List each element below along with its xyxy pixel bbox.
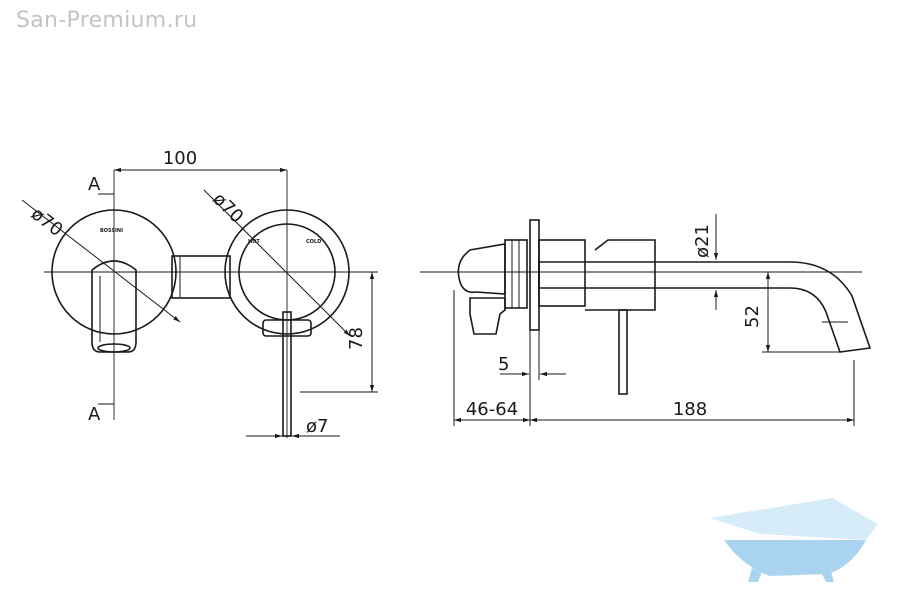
wall-plate	[529, 219, 540, 331]
valve-body-rear	[457, 243, 506, 295]
lever-hub-side	[585, 239, 656, 311]
spout-front	[91, 260, 137, 353]
logo-left-foot	[748, 568, 762, 582]
spout-rosette	[51, 209, 177, 335]
lever-hub	[262, 319, 312, 337]
section-marker-bottom: A	[88, 404, 101, 425]
right-diameter-label: ø70	[208, 189, 247, 228]
spout-outlet	[97, 343, 131, 353]
height-dimension-label: 78	[346, 327, 367, 350]
logo-tub-shape	[724, 540, 866, 576]
drop-dimension-label: 52	[742, 305, 763, 328]
front-view: A A 100 ø70 BOSSINI HOT COLD ø70 78	[21, 148, 378, 439]
plate-dimension-label: 5	[498, 354, 509, 375]
projection-dimension-label: 188	[673, 399, 707, 420]
mixer-rosette	[224, 209, 350, 335]
width-dimension-label: 100	[163, 148, 197, 169]
logo-right-foot	[820, 568, 834, 582]
handle-diameter-label: ø7	[306, 416, 328, 437]
cold-label: COLD	[306, 239, 321, 245]
spout-side	[538, 261, 872, 353]
right-diameter-leader	[203, 189, 351, 337]
spout-diameter-label: ø21	[692, 224, 713, 258]
side-view: ø21 52 5 46-64 188	[420, 214, 872, 426]
section-marker-top: A	[88, 174, 101, 195]
valve-nut	[504, 239, 528, 309]
logo-rim-shape	[710, 498, 878, 540]
valve-body-lower	[469, 297, 506, 335]
mixer-body-side	[538, 239, 586, 307]
bathtub-logo	[710, 498, 878, 582]
connector-body	[171, 255, 231, 299]
depth-dimension-label: 46-64	[466, 399, 518, 420]
site-watermark: San-Premium.ru	[16, 8, 198, 33]
lever-handle-side	[618, 309, 628, 395]
left-diameter-leader	[21, 199, 181, 323]
brand-mark: BOSSINI	[100, 228, 123, 234]
hot-label: HOT	[248, 239, 260, 245]
